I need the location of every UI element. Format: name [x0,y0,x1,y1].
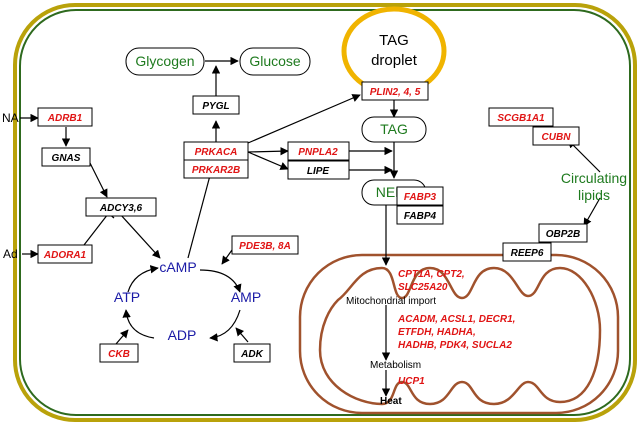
gene-metabolism-line1: ACADM, ACSL1, DECR1, [397,314,515,325]
tag-droplet [341,6,447,96]
na-label: NA [2,111,19,125]
glycogen-oval [125,47,205,76]
adp-label: ADP [168,327,197,343]
mitochondrion-outer [298,253,620,415]
gene-cpt-line2: SLC25A20 [398,282,448,293]
gene-ckb: CKB [108,349,130,360]
circulating-lipids-label-1: Circulating [561,170,627,186]
atp-label: ATP [114,289,140,305]
gene-cpt-line1: CPT1A, CPT2, [398,269,465,280]
gene-plin: PLIN2, 4, 5 [370,87,421,98]
metabolism-label: Metabolism [370,360,421,371]
gene-pde: PDE3B, 8A [239,241,291,252]
mito-import-label: Mitochondrial import [346,296,436,307]
gene-adk: ADK [240,349,263,360]
glucose-label: Glucose [249,53,301,69]
gene-cubn: CUBN [542,132,572,143]
gene-adora1: ADORA1 [43,250,87,261]
gene-metabolism-line3: HADHB, PDK4, SUCLA2 [398,340,512,351]
cell-membrane-outer [13,3,637,422]
gene-pnpla2: PNPLA2 [298,147,338,158]
circulating-lipids-label-2: lipids [578,187,610,203]
gene-pygl: PYGL [202,101,229,112]
mitochondrion-cristae [318,266,602,406]
tag-label: TAG [380,121,408,137]
connectors [20,56,601,397]
ad-label: Ad [3,247,18,261]
camp-label: cAMP [159,259,196,275]
glycogen-label: Glycogen [135,53,194,69]
gene-ucp1: UCP1 [398,376,425,387]
glucose-oval [239,47,311,76]
gene-adcy: ADCY3,6 [99,203,143,214]
gene-reep6: REEP6 [511,248,544,259]
gene-fabp3: FABP3 [404,192,437,203]
gene-lipe: LIPE [307,166,330,177]
gene-prkar2b: PRKAR2B [192,165,240,176]
cell-membrane-inner [19,9,631,416]
gene-fabp4: FABP4 [404,211,437,222]
tag-oval [361,116,427,143]
tag-droplet-label-1: TAG [379,32,409,49]
gene-obp2b: OBP2B [546,229,580,240]
gene-scgb1a1: SCGB1A1 [497,113,545,124]
heat-label: Heat [380,396,402,407]
gene-gnas: GNAS [52,153,81,164]
gene-metabolism-line2: ETFDH, HADHA, [398,327,476,338]
gene-boxes [37,81,588,363]
gene-prkaca: PRKACA [195,147,238,158]
gene-adrb1: ADRB1 [47,113,83,124]
tag-droplet-label-2: droplet [371,52,418,69]
amp-label: AMP [231,289,261,305]
